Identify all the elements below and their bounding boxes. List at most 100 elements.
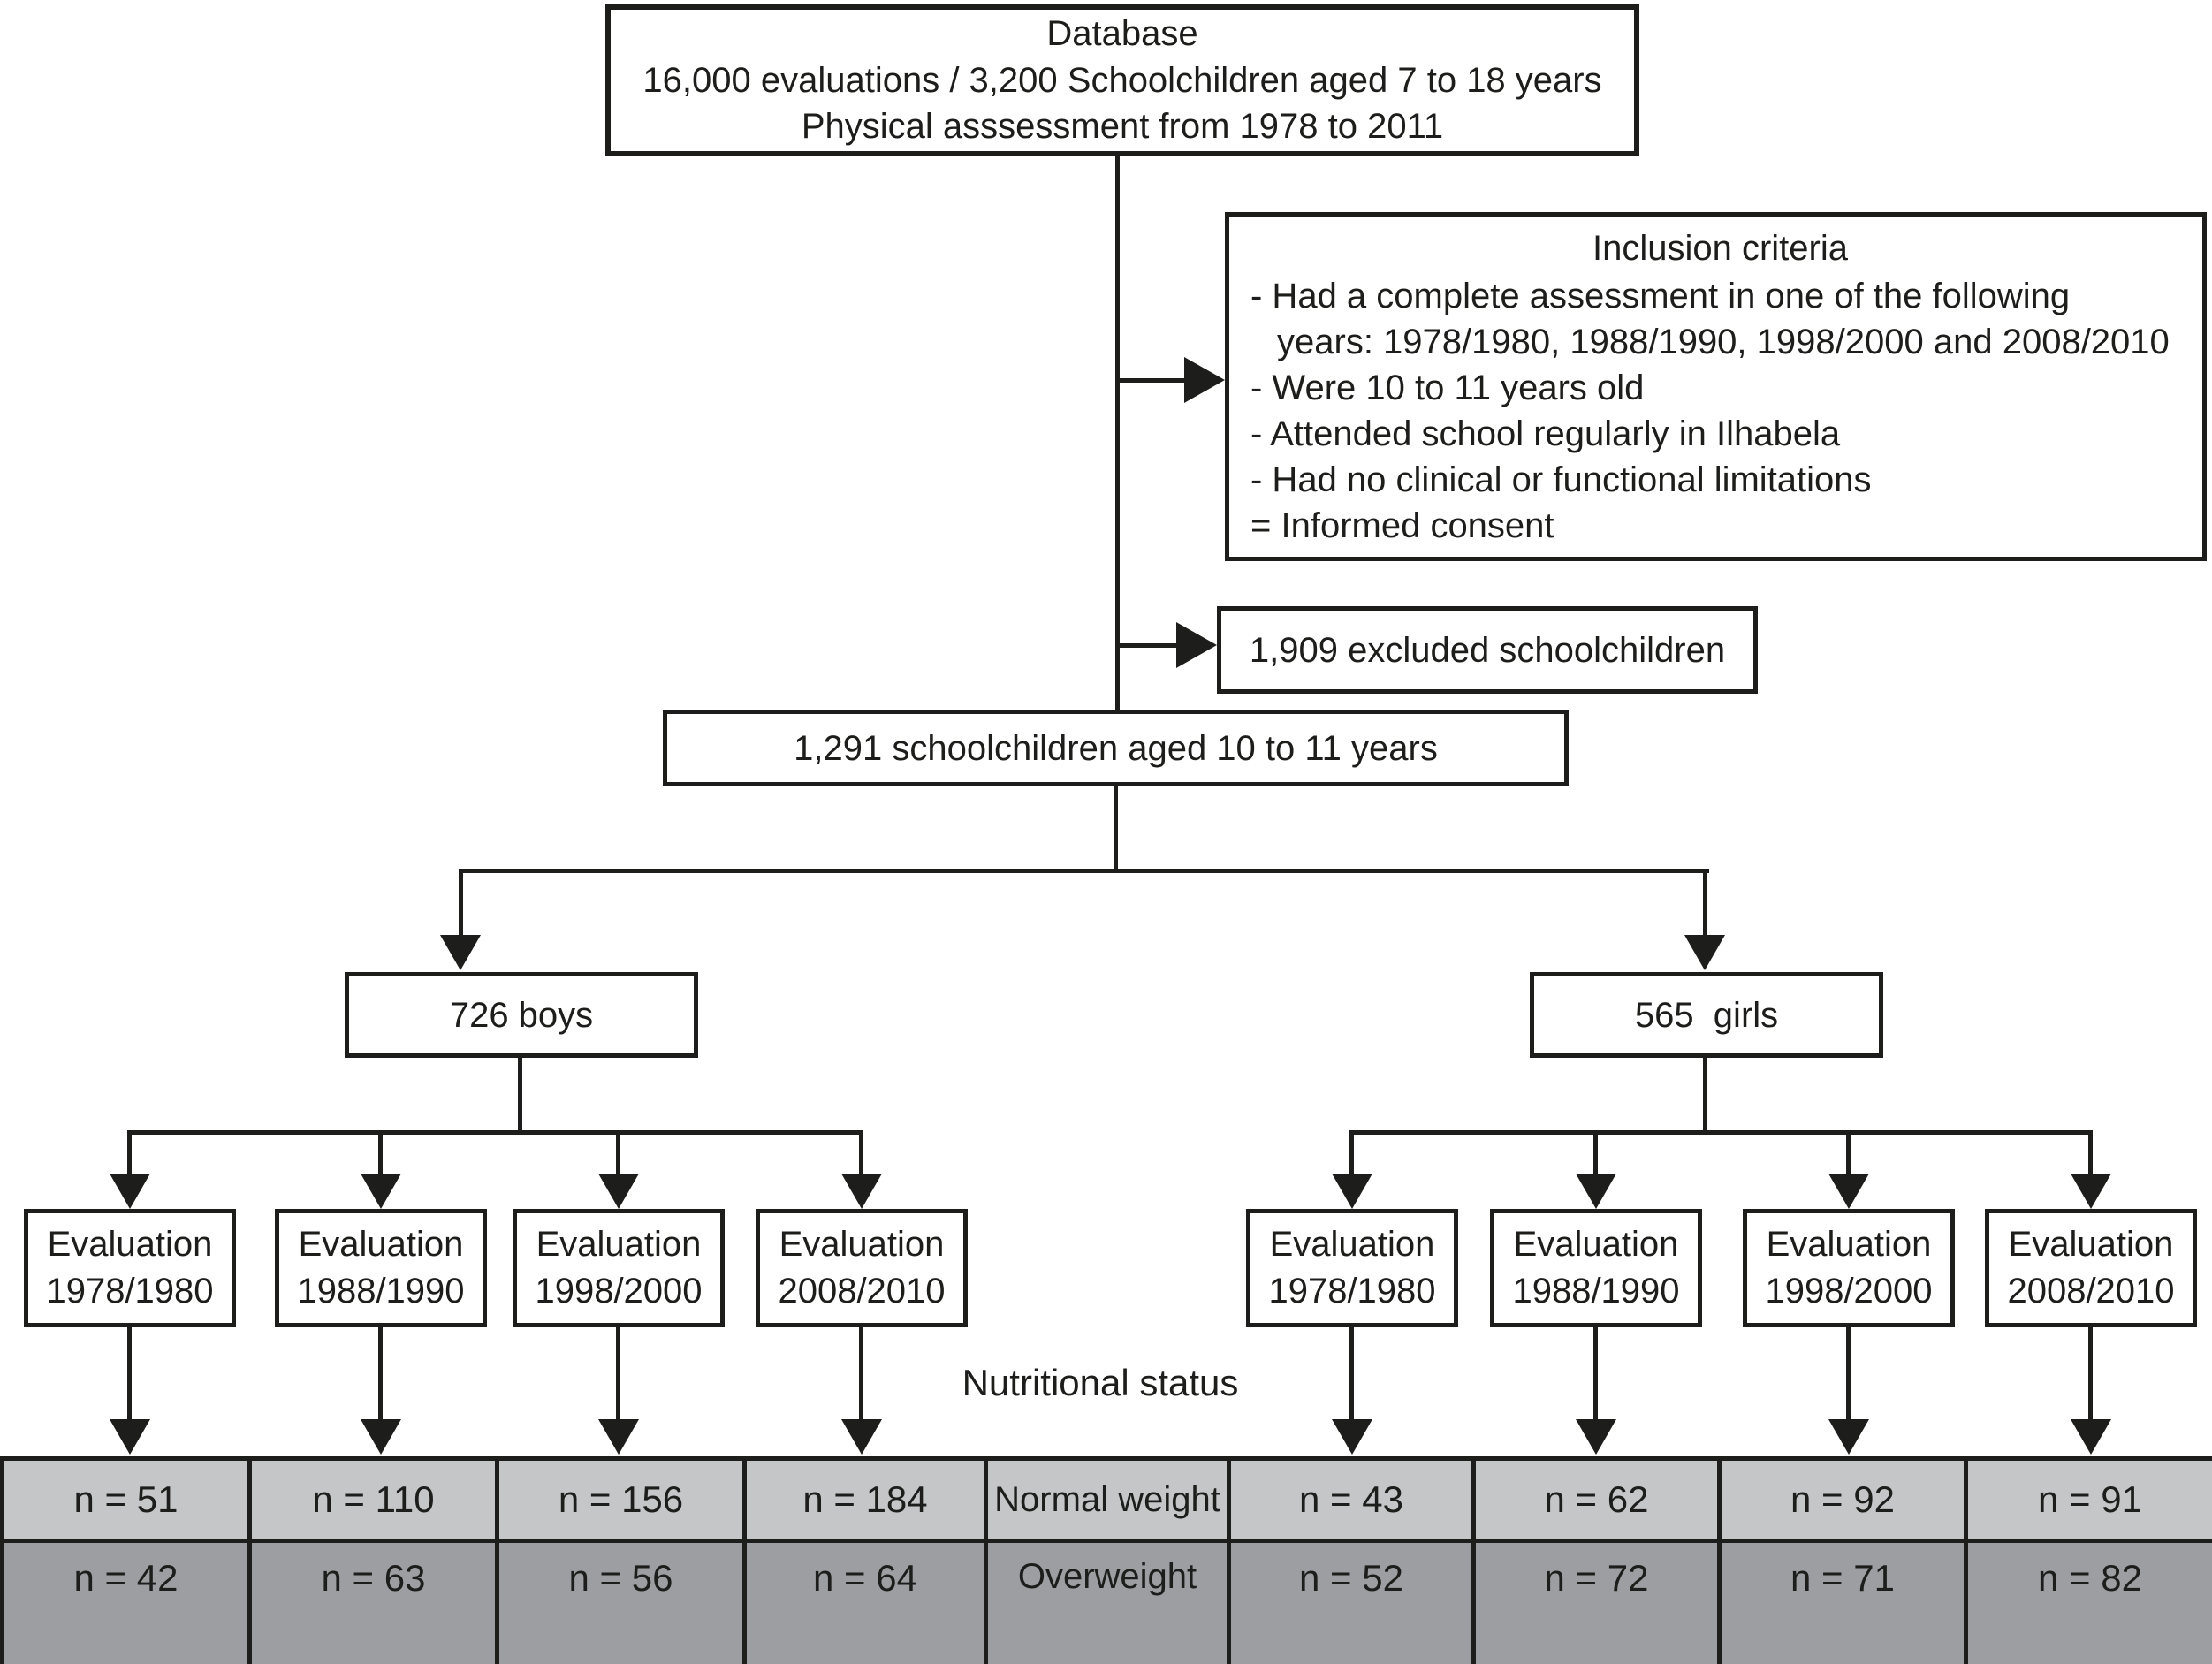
girls-evaluation-3-box: Evaluation 1998/2000 <box>1743 1209 1955 1327</box>
arrowhead-table-g4 <box>2071 1419 2111 1455</box>
arrowhead-girls-eval3 <box>1828 1174 1869 1209</box>
evaluation-years: 1988/1990 <box>1512 1272 1680 1311</box>
evaluation-title: Evaluation <box>298 1225 464 1265</box>
connector-boys-eval3 <box>616 1130 620 1175</box>
connector-to-excluded <box>1115 643 1178 648</box>
evaluation-years: 2008/2010 <box>778 1272 946 1311</box>
boys-evaluation-1-box: Evaluation 1978/1980 <box>24 1209 236 1327</box>
arrowhead-table-b1 <box>110 1419 150 1455</box>
arrowhead-table-g1 <box>1332 1419 1372 1455</box>
table-cell: n = 63 <box>247 1539 499 1664</box>
evaluation-title: Evaluation <box>2008 1225 2174 1265</box>
table-cell: n = 56 <box>495 1539 747 1664</box>
excluded-box: 1,909 excluded schoolchildren <box>1217 606 1758 694</box>
evaluation-title: Evaluation <box>47 1225 213 1265</box>
arrowhead-girls-eval4 <box>2071 1174 2111 1209</box>
connector-table-g1 <box>1349 1327 1354 1421</box>
overweight-label: Overweight <box>984 1539 1231 1664</box>
table-cell: n = 62 <box>1471 1456 1722 1543</box>
table-cell: n = 91 <box>1964 1456 2212 1543</box>
connector-boys-bar <box>128 1130 863 1135</box>
boys-box: 726 boys <box>345 972 698 1058</box>
inclusion-item: = Informed consent <box>1250 506 1554 545</box>
arrowhead-inclusion <box>1184 357 1225 403</box>
connector-table-g2 <box>1593 1327 1598 1421</box>
girls-box: 565 girls <box>1530 972 1883 1058</box>
arrowhead-boys <box>440 935 481 970</box>
inclusion-criteria-box: Inclusion criteria - Had a complete asse… <box>1225 212 2207 561</box>
inclusion-list: - Had a complete assessment in one of th… <box>1250 273 2190 549</box>
evaluation-title: Evaluation <box>779 1225 945 1265</box>
inclusion-title: Inclusion criteria <box>1592 229 1848 268</box>
arrowhead-girls-eval1 <box>1332 1174 1372 1209</box>
arrowhead-boys-eval4 <box>841 1174 882 1209</box>
table-cell: n = 92 <box>1717 1456 1968 1543</box>
arrowhead-boys-eval2 <box>361 1174 401 1209</box>
arrowhead-girls <box>1684 935 1725 970</box>
table-cell: n = 51 <box>0 1456 252 1543</box>
inclusion-item: - Were 10 to 11 years old <box>1250 369 1645 407</box>
connector-girls-eval4 <box>2088 1130 2093 1175</box>
normal-weight-label: Normal weight <box>984 1456 1231 1543</box>
connector-table-b1 <box>127 1327 132 1421</box>
inclusion-item: - Had no clinical or functional limitati… <box>1250 460 1872 499</box>
excluded-label: 1,909 excluded schoolchildren <box>1249 630 1726 670</box>
arrowhead-excluded <box>1176 622 1217 668</box>
table-cell: n = 43 <box>1227 1456 1476 1543</box>
evaluation-title: Evaluation <box>536 1225 702 1265</box>
connector-boys-stub <box>518 1058 522 1135</box>
connector-table-g4 <box>2088 1327 2093 1421</box>
overweight-row: n = 42 n = 63 n = 56 n = 64 Overweight n… <box>0 1539 2212 1664</box>
table-cell: n = 64 <box>742 1539 988 1664</box>
arrowhead-boys-eval3 <box>598 1174 639 1209</box>
boys-evaluation-4-box: Evaluation 2008/2010 <box>756 1209 968 1327</box>
evaluation-title: Evaluation <box>1766 1225 1932 1265</box>
cohort-box: 1,291 schoolchildren aged 10 to 11 years <box>663 710 1569 786</box>
connector-boys-eval4 <box>859 1130 863 1175</box>
nutritional-status-label: Nutritional status <box>962 1362 1239 1403</box>
table-cell: n = 184 <box>742 1456 988 1543</box>
arrowhead-table-b4 <box>841 1419 882 1455</box>
evaluation-years: 1978/1980 <box>1268 1272 1436 1311</box>
table-cell: n = 82 <box>1964 1539 2212 1664</box>
connector-girls-bar <box>1350 1130 2093 1135</box>
connector-boys-drop <box>459 869 463 937</box>
arrowhead-table-b2 <box>361 1419 401 1455</box>
arrowhead-girls-eval2 <box>1576 1174 1616 1209</box>
evaluation-years: 1998/2000 <box>535 1272 703 1311</box>
connector-to-inclusion <box>1115 378 1186 383</box>
nutritional-status-table: n = 51 n = 110 n = 156 n = 184 Normal we… <box>0 1456 2212 1664</box>
connector-table-g3 <box>1846 1327 1851 1421</box>
database-line2: 16,000 evaluations / 3,200 Schoolchildre… <box>642 60 1602 100</box>
table-cell: n = 110 <box>247 1456 499 1543</box>
girls-label: 565 girls <box>1634 995 1779 1035</box>
connector-girls-drop <box>1703 869 1707 937</box>
connector-boys-eval1 <box>127 1130 132 1175</box>
database-box: Database 16,000 evaluations / 3,200 Scho… <box>605 4 1639 156</box>
table-cell: n = 71 <box>1717 1539 1968 1664</box>
connector-table-b4 <box>859 1327 863 1421</box>
database-title: Database <box>1046 13 1198 53</box>
connector-table-b2 <box>378 1327 383 1421</box>
connector-girls-eval2 <box>1593 1130 1598 1175</box>
connector-girls-eval1 <box>1349 1130 1354 1175</box>
boys-evaluation-3-box: Evaluation 1998/2000 <box>513 1209 725 1327</box>
evaluation-years: 2008/2010 <box>2007 1272 2175 1311</box>
arrowhead-table-g3 <box>1828 1419 1869 1455</box>
connector-girls-stub <box>1703 1058 1707 1135</box>
inclusion-item: years: 1978/1980, 1988/1990, 1998/2000 a… <box>1277 323 2170 361</box>
evaluation-years: 1988/1990 <box>297 1272 465 1311</box>
database-line3: Physical asssessment from 1978 to 2011 <box>801 107 1444 147</box>
evaluation-title: Evaluation <box>1513 1225 1679 1265</box>
connector-boys-eval2 <box>378 1130 383 1175</box>
arrowhead-table-b3 <box>598 1419 639 1455</box>
evaluation-title: Evaluation <box>1269 1225 1435 1265</box>
boys-label: 726 boys <box>449 995 594 1035</box>
table-cell: n = 42 <box>0 1539 252 1664</box>
boys-evaluation-2-box: Evaluation 1988/1990 <box>275 1209 487 1327</box>
arrowhead-table-g2 <box>1576 1419 1616 1455</box>
arrowhead-boys-eval1 <box>110 1174 150 1209</box>
girls-evaluation-1-box: Evaluation 1978/1980 <box>1246 1209 1458 1327</box>
girls-evaluation-4-box: Evaluation 2008/2010 <box>1985 1209 2197 1327</box>
